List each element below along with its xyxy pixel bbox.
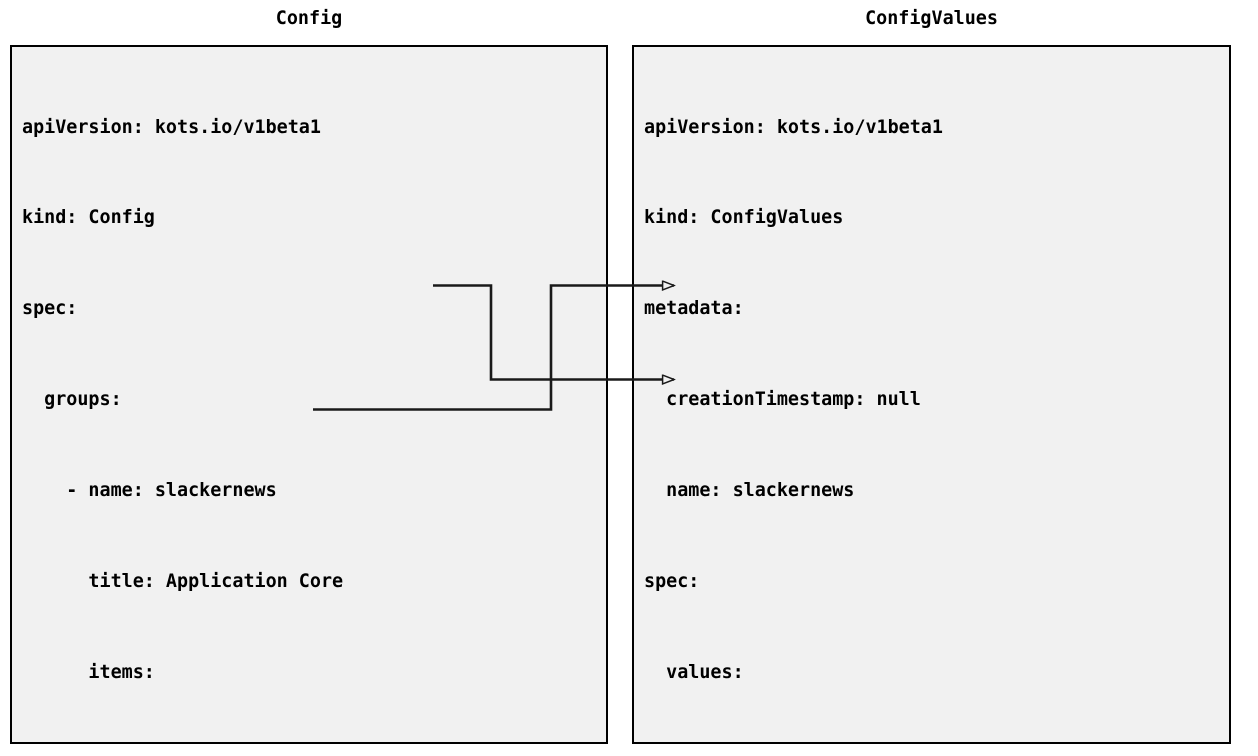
right-panel-title: ConfigValues: [865, 8, 998, 29]
yaml-line: spec:: [22, 298, 78, 320]
yaml-line: items:: [22, 661, 155, 683]
yaml-line: apiVersion: kots.io/v1beta1: [22, 116, 321, 138]
yaml-line: - name: slackernews: [22, 480, 277, 502]
yaml-line: kind: Config: [22, 207, 155, 229]
yaml-line: name: slackernews: [644, 480, 855, 502]
configvalues-yaml-text: apiVersion: kots.io/v1beta1 kind: Config…: [644, 52, 1227, 742]
left-panel-title: Config: [275, 8, 343, 29]
yaml-line: values:: [644, 661, 744, 683]
yaml-line: apiVersion: kots.io/v1beta1: [644, 116, 943, 138]
yaml-line: kind: ConfigValues: [644, 207, 844, 229]
yaml-line: metadata:: [644, 298, 744, 320]
yaml-line: title: Application Core: [22, 571, 344, 593]
yaml-line: spec:: [644, 571, 700, 593]
config-yaml-text: apiVersion: kots.io/v1beta1 kind: Config…: [22, 52, 604, 742]
yaml-line: groups:: [22, 389, 122, 411]
config-yaml-box: apiVersion: kots.io/v1beta1 kind: Config…: [10, 45, 608, 744]
yaml-line: creationTimestamp: null: [644, 389, 921, 411]
configvalues-yaml-box: apiVersion: kots.io/v1beta1 kind: Config…: [632, 45, 1231, 744]
